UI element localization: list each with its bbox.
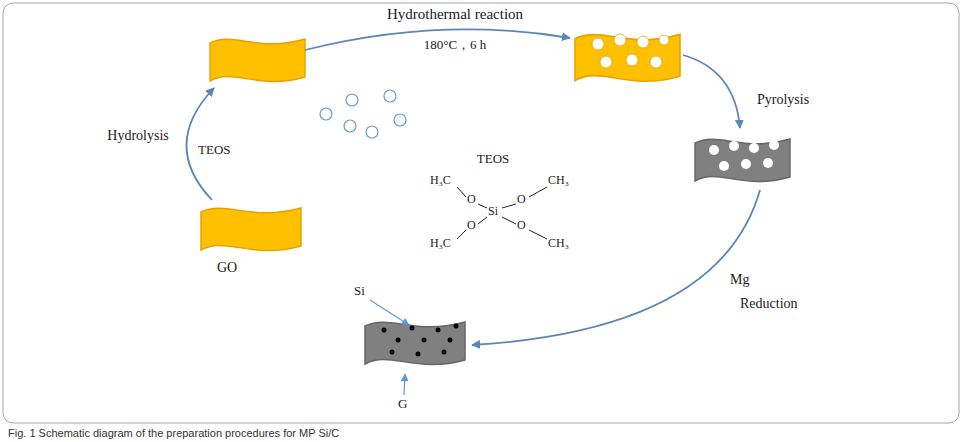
callout-label: G [398,397,407,411]
si-graphene-sheet [365,322,465,365]
silicon-dots [382,324,459,357]
figure-caption: Fig. 1 Schematic diagram of the preparat… [8,427,339,439]
composite-sheet [575,34,680,81]
chemical-atom: CH₃ [548,174,569,187]
chemical-atom: O [467,193,476,206]
process-arrow [186,29,760,345]
molecule-bonds [457,187,547,239]
chemical-group: H₃C [430,237,451,250]
condition-label: 180°C，6 h [424,38,487,52]
silica-spheres [592,34,669,68]
go-sheet [210,39,305,82]
chemical-atom: O [517,219,526,232]
reagent-label: TEOS [198,143,231,157]
leader-arrow [370,300,409,395]
silica-spheres [320,90,406,138]
reagent-label: Mg [730,272,749,287]
step-label: Hydrolysis [107,128,168,143]
carbonized-sheet [695,139,790,182]
callout-label: Si [354,284,365,298]
chemical-atom: O [467,219,476,232]
frame [3,3,959,423]
chemical-group: CH₃ [548,237,569,250]
step-label: Pyrolysis [757,92,809,107]
go-sheet [195,200,307,258]
chemical-atom: Si [488,205,498,218]
step-label: Hydrothermal reaction [387,6,523,23]
step-label: Reduction [740,296,798,311]
chemical-group: H₃C [430,174,451,187]
silica-spheres [709,140,779,171]
sheet-label: GO [217,260,237,275]
chemical-atom: O [517,193,526,206]
sheet-node: GO [195,200,307,277]
molecule-name: TEOS [477,152,510,166]
